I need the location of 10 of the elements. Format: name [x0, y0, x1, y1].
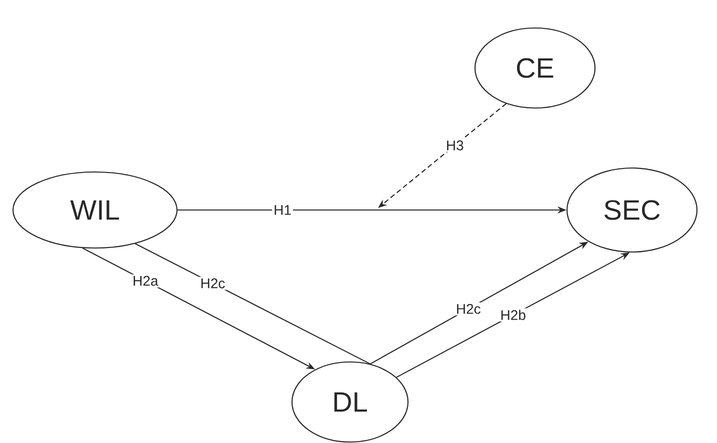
edge-label: H2a	[131, 274, 160, 288]
ellipse-node: DL	[291, 361, 409, 443]
ellipse-node: CE	[474, 27, 596, 109]
edge-label: H2c	[198, 276, 227, 290]
edge-label: H3	[444, 138, 466, 152]
ellipse-node: WIL	[12, 171, 178, 249]
edge-label: H2c	[454, 302, 482, 316]
ellipse-node: SEC	[566, 167, 698, 253]
edge-label: H1	[272, 204, 293, 216]
edge-label: H2b	[498, 308, 528, 322]
